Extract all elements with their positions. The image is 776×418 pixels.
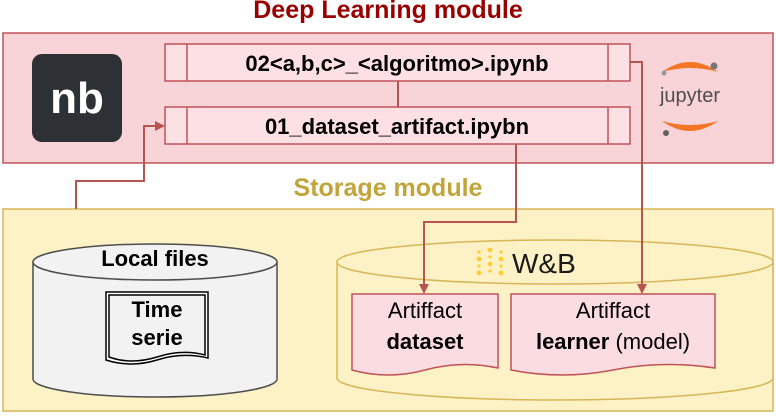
deep-learning-module-title: Deep Learning module bbox=[253, 0, 523, 24]
nb-logo: nb bbox=[32, 54, 122, 142]
artifact-learner-line1: Artiffact bbox=[576, 298, 650, 323]
artifact-dataset-document[interactable]: Artiffact dataset bbox=[351, 293, 499, 376]
wandb-logo: W&B bbox=[476, 247, 576, 279]
artifact-learner-line2: learner (model) bbox=[536, 329, 690, 354]
arrow-notebook-to-dataset-artifact bbox=[419, 144, 517, 294]
time-serie-line1: Time bbox=[132, 297, 183, 322]
artifact-learner-bold: learner bbox=[536, 329, 610, 354]
artifact-dataset-line1: Artiffact bbox=[388, 298, 462, 323]
wandb-dots-icon bbox=[476, 247, 504, 276]
notebook-dataset-box[interactable]: 01_dataset_artifact.ipybn bbox=[164, 106, 631, 145]
notebook-algorithm-box[interactable]: 02<a,b,c>_<algoritmo>.ipynb bbox=[164, 43, 631, 82]
notebook-dataset-label: 01_dataset_artifact.ipybn bbox=[265, 114, 529, 139]
wandb-logo-text: W&B bbox=[512, 248, 576, 279]
arrow-local-files-to-notebook bbox=[75, 121, 165, 209]
jupyter-icon: jupyter bbox=[659, 62, 720, 136]
jupyter-logo-text: jupyter bbox=[659, 85, 720, 107]
time-serie-document: Time serie bbox=[105, 291, 209, 365]
notebook-algorithm-label: 02<a,b,c>_<algoritmo>.ipynb bbox=[245, 51, 548, 76]
artifact-dataset-line2: dataset bbox=[386, 329, 464, 354]
artifact-learner-rest: (model) bbox=[609, 329, 690, 354]
arrow-notebook-to-learner-artifact bbox=[630, 61, 647, 294]
storage-module-title: Storage module bbox=[294, 174, 483, 202]
nb-logo-text: nb bbox=[50, 74, 104, 123]
local-files-label: Local files bbox=[101, 246, 209, 271]
artifact-learner-document[interactable]: Artiffact learner (model) bbox=[510, 293, 716, 376]
time-serie-line2: serie bbox=[131, 325, 182, 350]
